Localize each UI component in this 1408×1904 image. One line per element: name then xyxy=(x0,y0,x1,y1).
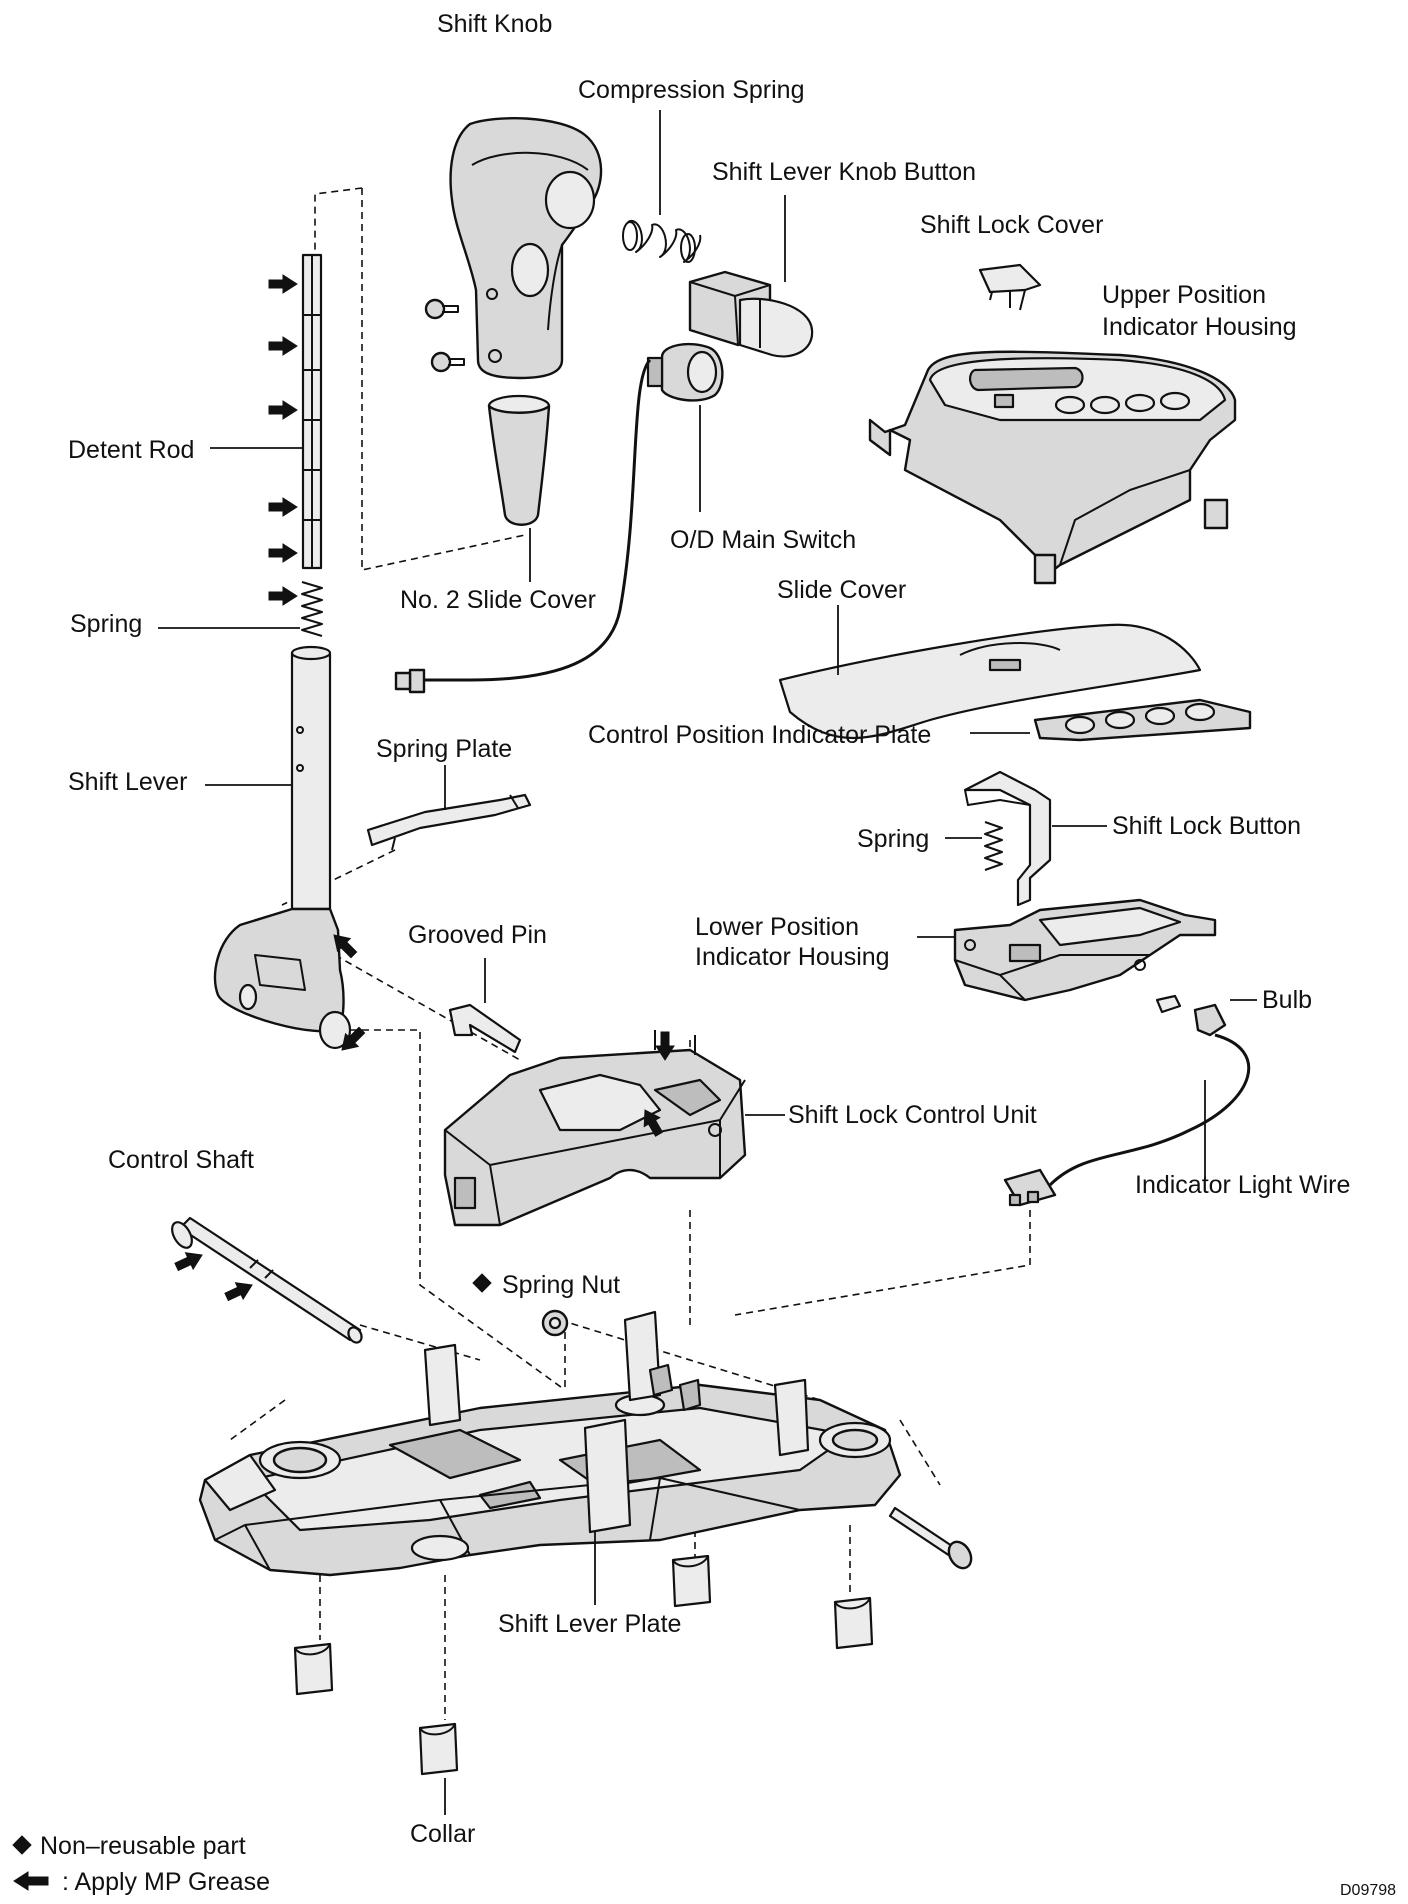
spring-nut xyxy=(541,1309,569,1337)
no2-slide-cover xyxy=(487,394,551,526)
label-shift-knob: Shift Knob xyxy=(437,10,552,38)
shift-lever-plate xyxy=(198,1310,902,1577)
label-lower-position-1: Lower Position xyxy=(695,913,859,941)
label-shift-lever: Shift Lever xyxy=(68,768,188,796)
non-reusable-marker xyxy=(472,1273,492,1293)
detent-spring xyxy=(301,581,323,637)
label-bulb: Bulb xyxy=(1262,986,1312,1014)
shift-lever-knob-button xyxy=(688,270,814,358)
label-shift-lever-knob-button: Shift Lever Knob Button xyxy=(712,158,976,186)
label-spring-upper: Spring xyxy=(70,610,142,638)
label-shift-lock-button: Shift Lock Button xyxy=(1112,812,1301,840)
control-shaft xyxy=(171,1216,363,1344)
control-position-indicator-plate xyxy=(1033,698,1252,742)
upper-position-indicator-housing xyxy=(868,350,1237,585)
label-control-shaft: Control Shaft xyxy=(108,1146,254,1174)
detent-rod xyxy=(301,253,323,570)
shift-lock-cover xyxy=(978,263,1042,311)
grease-arrow-icon xyxy=(13,1871,49,1891)
shift-knob xyxy=(449,117,603,380)
lower-position-indicator-housing xyxy=(953,898,1217,1002)
bulb xyxy=(1155,994,1182,1014)
label-grooved-pin: Grooved Pin xyxy=(408,921,547,949)
collar-3 xyxy=(833,1596,874,1650)
label-control-position-indicator-plate: Control Position Indicator Plate xyxy=(588,721,931,749)
grease-arrows-detent-rod xyxy=(268,274,298,606)
label-no2-slide-cover: No. 2 Slide Cover xyxy=(400,586,596,614)
collars xyxy=(293,1554,874,1776)
shift-lever xyxy=(213,645,352,1050)
part-labels: Shift Knob Compression Spring Shift Leve… xyxy=(68,10,1350,1848)
label-slide-cover: Slide Cover xyxy=(777,576,906,604)
diamond-icon xyxy=(12,1835,32,1855)
label-spring-plate: Spring Plate xyxy=(376,735,512,763)
shift-lock-spring xyxy=(984,821,1003,871)
legend-apply-grease: : Apply MP Grease xyxy=(62,1868,270,1896)
label-compression-spring: Compression Spring xyxy=(578,76,805,104)
legend: Non–reusable part : Apply MP Grease xyxy=(12,1832,270,1896)
spring-plate xyxy=(366,793,532,851)
indicator-light-wire xyxy=(1003,1003,1251,1207)
knob-screws xyxy=(424,298,465,373)
label-shift-lever-plate: Shift Lever Plate xyxy=(498,1610,681,1638)
label-collar: Collar xyxy=(410,1820,475,1848)
label-upper-position-2: Indicator Housing xyxy=(1102,313,1297,341)
od-main-switch xyxy=(394,342,724,694)
label-od-main-switch: O/D Main Switch xyxy=(670,526,856,554)
label-shift-lock-cover: Shift Lock Cover xyxy=(920,211,1103,239)
label-detent-rod: Detent Rod xyxy=(68,436,194,464)
label-lower-position-2: Indicator Housing xyxy=(695,943,890,971)
collar-2 xyxy=(671,1554,712,1608)
legend-non-reusable: Non–reusable part xyxy=(40,1832,246,1860)
pivot-bolt xyxy=(888,1506,973,1570)
label-shift-lock-control-unit: Shift Lock Control Unit xyxy=(788,1101,1037,1129)
slide-cover xyxy=(778,623,1202,740)
compression-spring xyxy=(622,219,702,263)
shift-lock-button xyxy=(963,770,1052,907)
label-indicator-light-wire: Indicator Light Wire xyxy=(1135,1171,1350,1199)
label-spring-nut: Spring Nut xyxy=(502,1271,620,1299)
collar-4 xyxy=(418,1722,459,1776)
collar-1 xyxy=(293,1642,334,1696)
grooved-pin xyxy=(448,1003,522,1054)
shift-lock-control-unit xyxy=(443,1030,747,1227)
label-spring-lower: Spring xyxy=(857,825,929,853)
label-upper-position-1: Upper Position xyxy=(1102,281,1266,309)
figure-code: D09798 xyxy=(1340,1882,1396,1899)
